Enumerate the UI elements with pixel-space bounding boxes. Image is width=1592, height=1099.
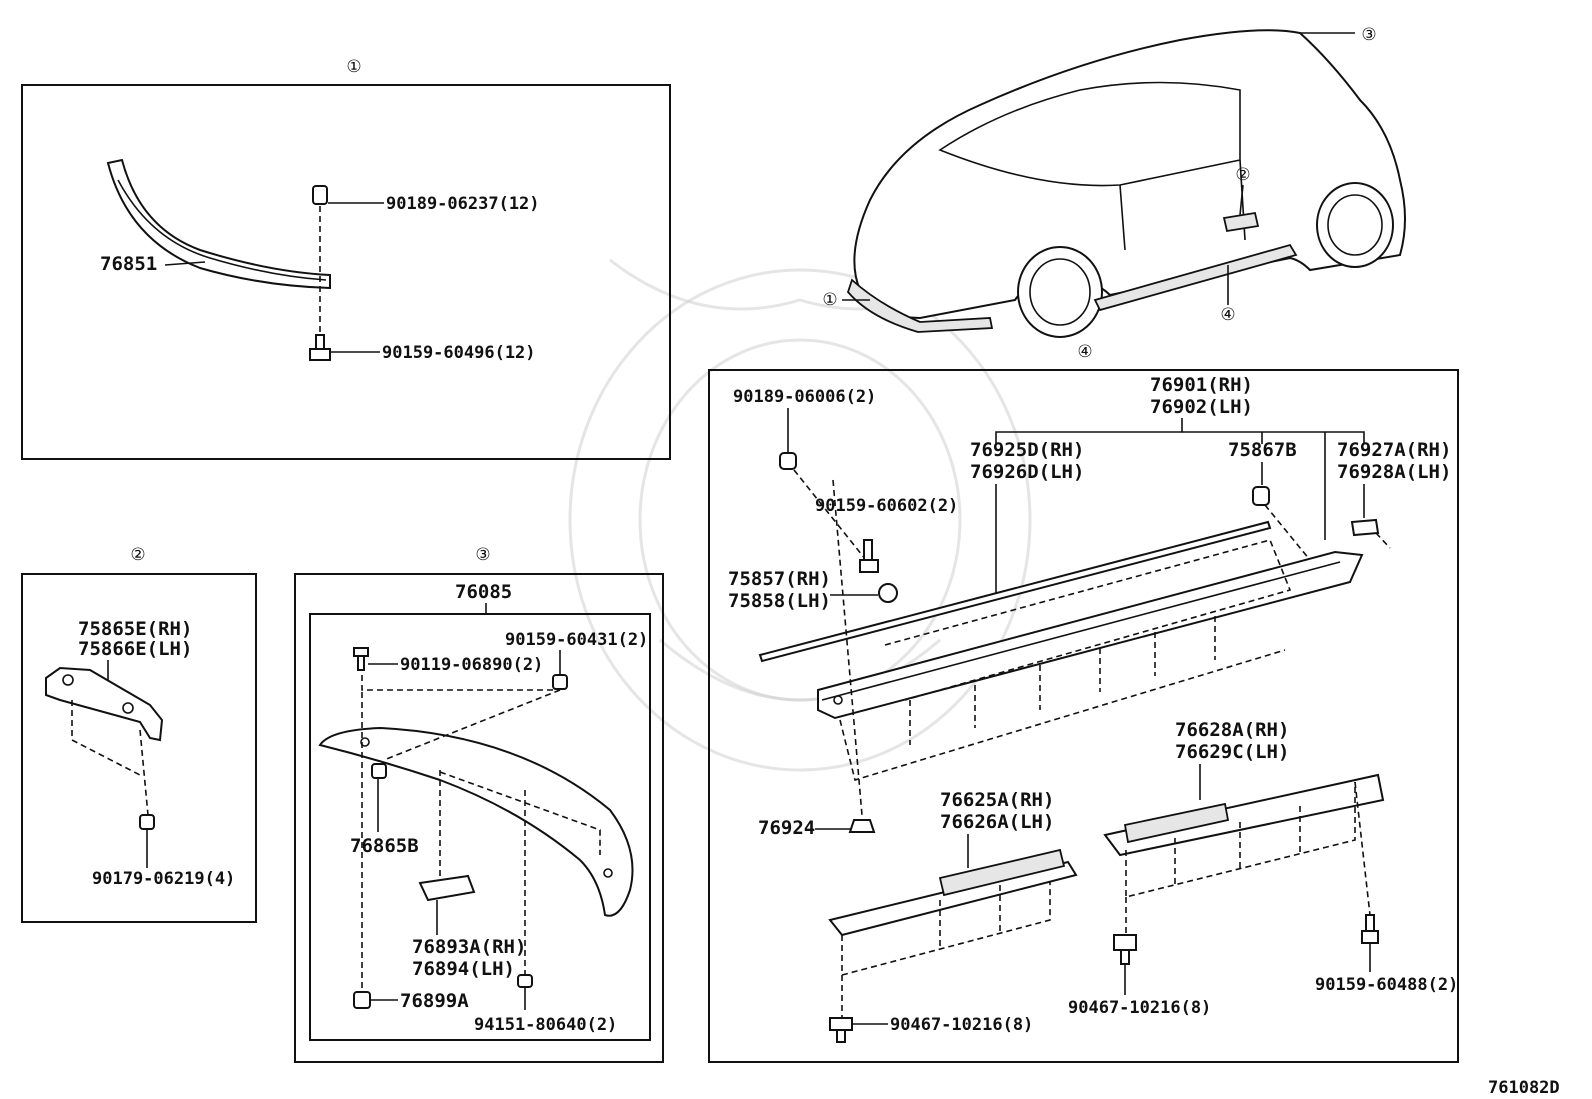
end-cap-icon	[1350, 518, 1380, 537]
label-76928A: 76928A(LH)	[1337, 461, 1451, 483]
group-3: ③ 76085 90159-60431(2) 90119-06890(2)	[294, 545, 664, 1063]
label-76901: 76901(RH)	[1150, 374, 1253, 396]
label-90159-60488: 90159-60488(2)	[1315, 975, 1458, 995]
label-90179-06219: 90179-06219(4)	[92, 869, 235, 889]
callout-3-top: ③	[475, 545, 490, 565]
callout-2-car: ②	[1235, 165, 1250, 185]
bolt-icon	[829, 1017, 853, 1043]
label-90467-10216-a: 90467-10216(8)	[890, 1015, 1033, 1035]
vehicle-overview: ③ ② ① ④	[822, 25, 1406, 338]
label-76899A: 76899A	[400, 990, 469, 1012]
protector-part	[45, 666, 164, 742]
cap-icon	[353, 991, 371, 1009]
label-90159-60431: 90159-60431(2)	[505, 630, 648, 650]
label-76629C: 76629C(LH)	[1175, 741, 1289, 763]
bracket-2-part	[1103, 773, 1385, 857]
diagram-id: 761082D	[1488, 1078, 1560, 1098]
clip-icon	[779, 452, 797, 470]
box-1-frame	[21, 84, 671, 460]
rear-spoiler-part	[318, 726, 634, 917]
label-75865E: 75865E(RH)	[78, 618, 192, 640]
bracket-icon	[418, 874, 476, 902]
clip-icon	[1252, 486, 1270, 506]
lip-spoiler-part	[106, 158, 331, 290]
group-1: ① 76851 90189-06237(12) 90159-60496(12)	[21, 57, 671, 460]
bracket-1-part	[828, 848, 1078, 937]
box-4-frame	[708, 369, 1459, 1063]
nut-icon	[517, 974, 533, 988]
label-90189-06237: 90189-06237(12)	[386, 194, 540, 214]
label-90119-06890: 90119-06890(2)	[400, 655, 543, 675]
label-76926D: 76926D(LH)	[970, 461, 1084, 483]
callout-1-car: ①	[822, 290, 837, 310]
label-76626A: 76626A(LH)	[940, 811, 1054, 833]
bolt-icon	[353, 647, 369, 671]
screw-icon	[1361, 914, 1379, 944]
label-76865B: 76865B	[350, 835, 419, 857]
label-76902: 76902(LH)	[1150, 396, 1253, 418]
box-3-outer	[294, 573, 664, 1063]
label-75867B: 75867B	[1228, 439, 1297, 461]
clip-icon	[139, 814, 155, 830]
callout-2-top: ②	[130, 545, 145, 565]
label-76927A: 76927A(RH)	[1337, 439, 1451, 461]
callout-4-car: ④	[1220, 305, 1235, 325]
box-3-inner	[309, 613, 651, 1041]
box-2-frame	[21, 573, 257, 923]
clip-icon	[312, 185, 328, 205]
label-76851: 76851	[100, 253, 157, 275]
callout-4-top: ④	[1077, 342, 1092, 362]
callout-3-car: ③	[1361, 25, 1376, 45]
nut-icon	[848, 819, 876, 833]
watermark-emblem	[568, 258, 1032, 772]
plug-icon	[878, 583, 898, 603]
label-76893A: 76893A(RH)	[412, 936, 526, 958]
label-76924: 76924	[758, 817, 815, 839]
group-4: ④ 76901(RH) 76902(LH) 90189-06006(2) 901…	[708, 342, 1459, 1063]
label-90159-60496: 90159-60496(12)	[382, 343, 536, 363]
label-76628A: 76628A(RH)	[1175, 719, 1289, 741]
label-75866E: 75866E(LH)	[78, 638, 192, 660]
moulding-strip-part	[758, 520, 1272, 663]
callout-1-top: ①	[346, 57, 361, 77]
bolt-icon	[1113, 934, 1137, 965]
label-75858: 75858(LH)	[728, 590, 831, 612]
label-75857: 75857(RH)	[728, 568, 831, 590]
label-90159-60602: 90159-60602(2)	[815, 496, 958, 516]
screw-icon	[309, 334, 331, 361]
retainer-icon	[371, 763, 387, 779]
rocker-panel-part	[817, 550, 1364, 720]
label-76085: 76085	[455, 581, 512, 603]
label-76894: 76894(LH)	[412, 958, 515, 980]
screw-icon	[552, 674, 568, 690]
screw-icon	[859, 539, 879, 573]
group-2: ② 75865E(RH) 75866E(LH) 90179-06219(4)	[21, 545, 257, 923]
label-94151-80640: 94151-80640(2)	[474, 1015, 617, 1035]
label-76625A: 76625A(RH)	[940, 789, 1054, 811]
label-76925D: 76925D(RH)	[970, 439, 1084, 461]
label-90467-10216-b: 90467-10216(8)	[1068, 998, 1211, 1018]
label-90189-06006: 90189-06006(2)	[733, 387, 876, 407]
